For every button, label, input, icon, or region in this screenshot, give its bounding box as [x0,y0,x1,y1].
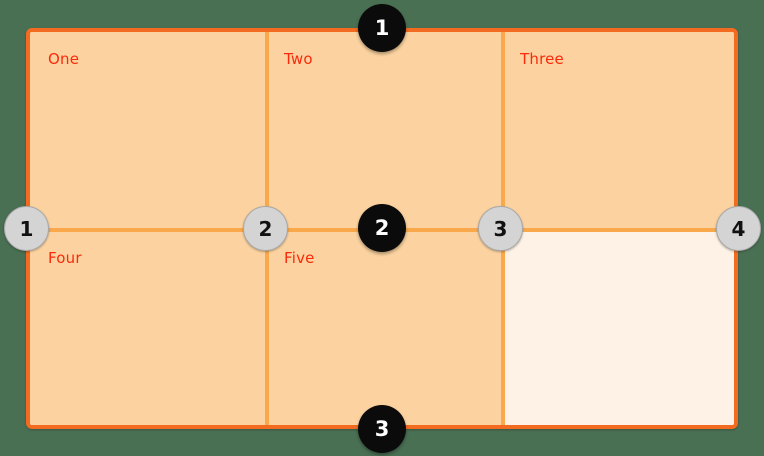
cell-label-two: Two [284,50,313,68]
column-handle-4[interactable]: 4 [716,206,761,251]
column-handle-3[interactable]: 3 [478,206,523,251]
cell-label-four: Four [48,249,82,267]
cell-one[interactable] [30,32,269,228]
column-handle-2[interactable]: 2 [243,206,288,251]
cell-six-empty[interactable] [505,232,734,425]
edge-handle-center[interactable]: 2 [358,204,406,252]
cell-label-three: Three [520,50,564,68]
cell-label-five: Five [284,249,315,267]
cell-two[interactable] [269,32,505,228]
cell-label-one: One [48,50,80,68]
edge-handle-bottom[interactable]: 3 [358,405,406,453]
cell-five[interactable] [269,232,505,425]
cell-four[interactable] [30,232,269,425]
cell-three[interactable] [505,32,734,228]
column-handle-1[interactable]: 1 [4,206,49,251]
edge-handle-top[interactable]: 1 [358,4,406,52]
